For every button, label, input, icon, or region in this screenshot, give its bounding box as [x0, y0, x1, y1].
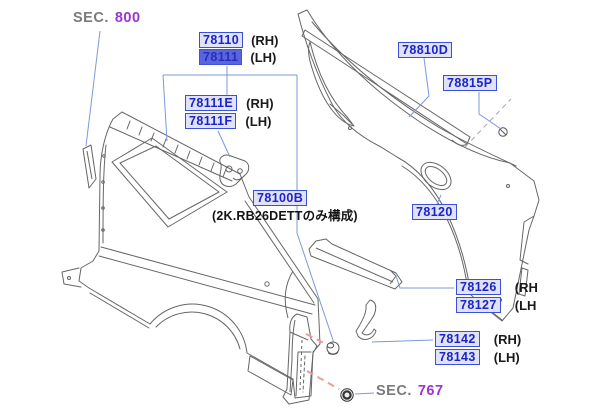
part-label-78120: 78120 — [412, 204, 457, 220]
part-number-78100b[interactable]: 78100B — [253, 190, 308, 206]
part-label-78810d: 78810D — [398, 42, 453, 58]
leader-lines — [85, 30, 502, 395]
side-indicator: (RH) — [246, 95, 274, 111]
side-indicator: (LH) — [250, 49, 277, 65]
sec-767-prefix: SEC. — [376, 383, 412, 399]
part-label-78126: 78126 (RH — [456, 279, 539, 295]
sec-767-link[interactable]: 767 — [417, 383, 444, 399]
bracket-part-drawing — [219, 154, 250, 187]
part-number-78120[interactable]: 78120 — [412, 204, 457, 220]
part-number-78127[interactable]: 78127 — [456, 297, 501, 313]
grommet-icon — [326, 341, 340, 355]
part-number-78110[interactable]: 78110 — [199, 32, 244, 48]
side-indicator-truncated: (RH — [514, 279, 538, 295]
part-number-78143[interactable]: 78143 — [435, 349, 480, 365]
sill-strip-drawing — [308, 238, 403, 290]
ring-grommet-icon — [340, 388, 354, 402]
part-number-78111e[interactable]: 78111E — [185, 95, 238, 111]
part-label-78142: 78142 (RH) — [435, 331, 521, 347]
part-number-78142[interactable]: 78142 — [435, 331, 480, 347]
part-label-78110: 78110 (RH) — [199, 32, 279, 48]
fuel-lid-drawing — [420, 161, 452, 191]
molding-strip-drawing — [82, 144, 97, 189]
sec-800-link[interactable]: 800 — [114, 10, 141, 26]
part-number-78810d[interactable]: 78810D — [398, 42, 453, 58]
part-label-78111e: 78111E (RH) — [185, 95, 274, 111]
rb26dett-note: (2K.RB26DETTのみ構成) — [212, 209, 358, 223]
corner-piece-drawing — [282, 270, 318, 405]
part-label-78815p: 78815P — [443, 75, 497, 91]
sec-800-prefix: SEC. — [73, 10, 109, 26]
part-number-78126[interactable]: 78126 — [456, 279, 501, 295]
side-indicator: (LH) — [493, 349, 520, 365]
part-number-78111[interactable]: 78111 — [199, 49, 243, 65]
side-indicator: (RH) — [251, 32, 279, 48]
side-indicator-truncated: (LH — [514, 297, 537, 313]
part-number-78111f[interactable]: 78111F — [185, 113, 237, 129]
part-label-78143: 78143 (LH) — [435, 349, 520, 365]
sec-767-reference: SEC. 767 — [376, 383, 444, 399]
clip-icon — [498, 127, 508, 137]
part-label-78100b: 78100B — [253, 190, 308, 206]
sec-800-reference: SEC. 800 — [73, 10, 141, 26]
part-label-78111f: 78111F (LH) — [185, 113, 271, 129]
drip-molding-drawing — [301, 29, 471, 146]
part-number-78815p[interactable]: 78815P — [443, 75, 497, 91]
side-indicator: (LH) — [245, 113, 272, 129]
part-label-78111: 78111 (LH) — [199, 49, 276, 65]
part-label-78127: 78127 (LH — [456, 297, 539, 313]
side-indicator: (RH) — [493, 331, 522, 347]
hook-bracket-drawing — [355, 299, 377, 340]
left-quarter-panel-drawing — [61, 111, 321, 399]
gray-dashed-line — [464, 98, 512, 148]
red-dashed-lines — [305, 333, 340, 390]
